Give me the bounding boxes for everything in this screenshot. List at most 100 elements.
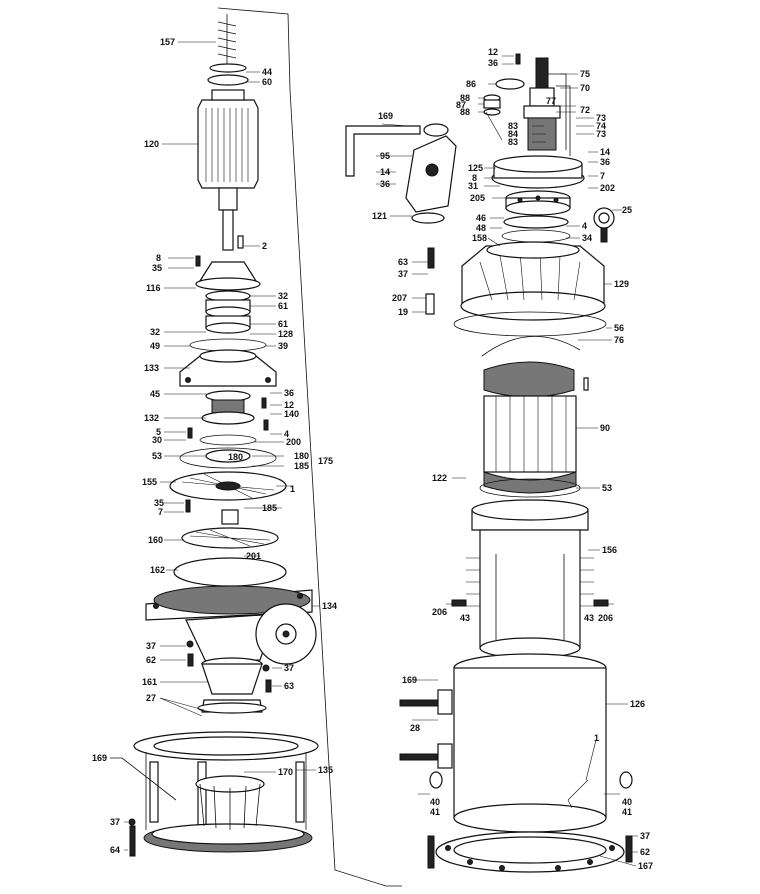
label-27: 27: [146, 693, 156, 703]
label-201: 201: [246, 551, 261, 561]
label-r125: 125: [468, 163, 483, 173]
label-r75: 75: [580, 69, 590, 79]
stator-90: [483, 361, 577, 494]
label-60: 60: [262, 77, 272, 87]
label-r167: 167: [638, 861, 653, 871]
label-37b: 37: [284, 663, 294, 673]
gasket-200: [199, 434, 257, 446]
washer-44: [209, 63, 247, 73]
label-r207: 207: [392, 293, 407, 303]
cap-86: [495, 78, 525, 90]
label-r73a: 73: [596, 113, 606, 123]
label-r7: 7: [600, 171, 605, 181]
label-r19: 19: [398, 307, 408, 317]
retaining-ring-76: [481, 335, 581, 357]
plug-207: [425, 293, 435, 315]
label-61a: 61: [278, 301, 288, 311]
label-r43a: 43: [460, 613, 470, 623]
label-62: 62: [146, 655, 156, 665]
label-r206a: 206: [432, 607, 447, 617]
label-r84: 84: [508, 129, 518, 139]
label-r34: 34: [582, 233, 592, 243]
left-leaders: [124, 41, 320, 851]
label-53: 53: [152, 451, 162, 461]
o-ring-49: [189, 338, 267, 352]
label-61b: 61: [278, 319, 288, 329]
label-39: 39: [278, 341, 288, 351]
label-135: 135: [318, 765, 333, 775]
label-r129: 129: [614, 279, 629, 289]
stand-135: [133, 731, 319, 853]
bolt-40-right: [619, 771, 633, 789]
pump-casing-162: [145, 557, 313, 663]
label-r169b: 169: [402, 675, 417, 685]
label-r1: 1: [594, 733, 599, 743]
label-116: 116: [146, 283, 161, 293]
label-r12: 12: [488, 47, 498, 57]
label-64: 64: [110, 845, 120, 855]
label-r202: 202: [600, 183, 615, 193]
label-8: 8: [156, 253, 161, 263]
label-200: 200: [286, 437, 301, 447]
label-30: 30: [152, 435, 162, 445]
label-r73b: 73: [596, 129, 606, 139]
label-r62: 62: [640, 847, 650, 857]
handle-169: [110, 757, 177, 801]
left-bolts: [128, 255, 272, 857]
cover-125: [491, 155, 585, 189]
screw-12: [515, 53, 521, 65]
washer-60: [207, 74, 249, 86]
label-r76: 76: [614, 335, 624, 345]
discharge-flange-134: [255, 603, 317, 665]
label-175: 175: [318, 456, 333, 466]
label-r122: 122: [432, 473, 447, 483]
label-r72: 72: [580, 105, 590, 115]
strainer-170: [195, 775, 265, 830]
label-r90: 90: [600, 423, 610, 433]
label-134: 134: [322, 601, 337, 611]
label-r14: 14: [600, 147, 610, 157]
label-r70: 70: [580, 83, 590, 93]
label-170: 170: [278, 767, 293, 777]
label-r40a: 40: [430, 797, 440, 807]
label-7: 7: [158, 507, 163, 517]
bearing-bracket-116: [195, 261, 261, 291]
seal-45: [201, 390, 255, 425]
label-49: 49: [150, 341, 160, 351]
label-185b: 185: [262, 503, 277, 513]
terminal-board-205: [505, 190, 571, 216]
bolt-206a: [451, 599, 467, 607]
cover-155: [169, 471, 287, 501]
seal-48: [501, 229, 571, 243]
label-r121: 121: [372, 211, 387, 221]
label-35b: 35: [154, 498, 164, 508]
bearings-61: [205, 290, 251, 334]
label-157: 157: [160, 37, 175, 47]
label-r36: 36: [488, 58, 498, 68]
spring-157: [217, 14, 237, 70]
bolt-63: [427, 247, 435, 269]
right-leaders: [376, 55, 638, 867]
label-r37: 37: [398, 269, 408, 279]
label-12: 12: [284, 400, 294, 410]
label-r48: 48: [476, 223, 486, 233]
label-r8: 8: [472, 173, 477, 183]
label-r83b: 83: [508, 137, 518, 147]
key-2: [237, 235, 244, 249]
label-r28: 28: [410, 723, 420, 733]
label-r14b: 14: [380, 167, 390, 177]
lifting-bar-169: [345, 125, 421, 177]
outer-jacket-126: [453, 653, 607, 833]
label-r126: 126: [630, 699, 645, 709]
key-right: [583, 377, 589, 391]
label-2: 2: [262, 241, 267, 251]
label-r87: 87: [456, 100, 466, 110]
label-r25: 25: [622, 205, 632, 215]
separator-line: [217, 7, 402, 887]
label-r4: 4: [582, 221, 587, 231]
label-155: 155: [142, 477, 157, 487]
rotor-120: [197, 89, 259, 251]
label-r169: 169: [378, 111, 393, 121]
label-r156: 156: [602, 545, 617, 555]
